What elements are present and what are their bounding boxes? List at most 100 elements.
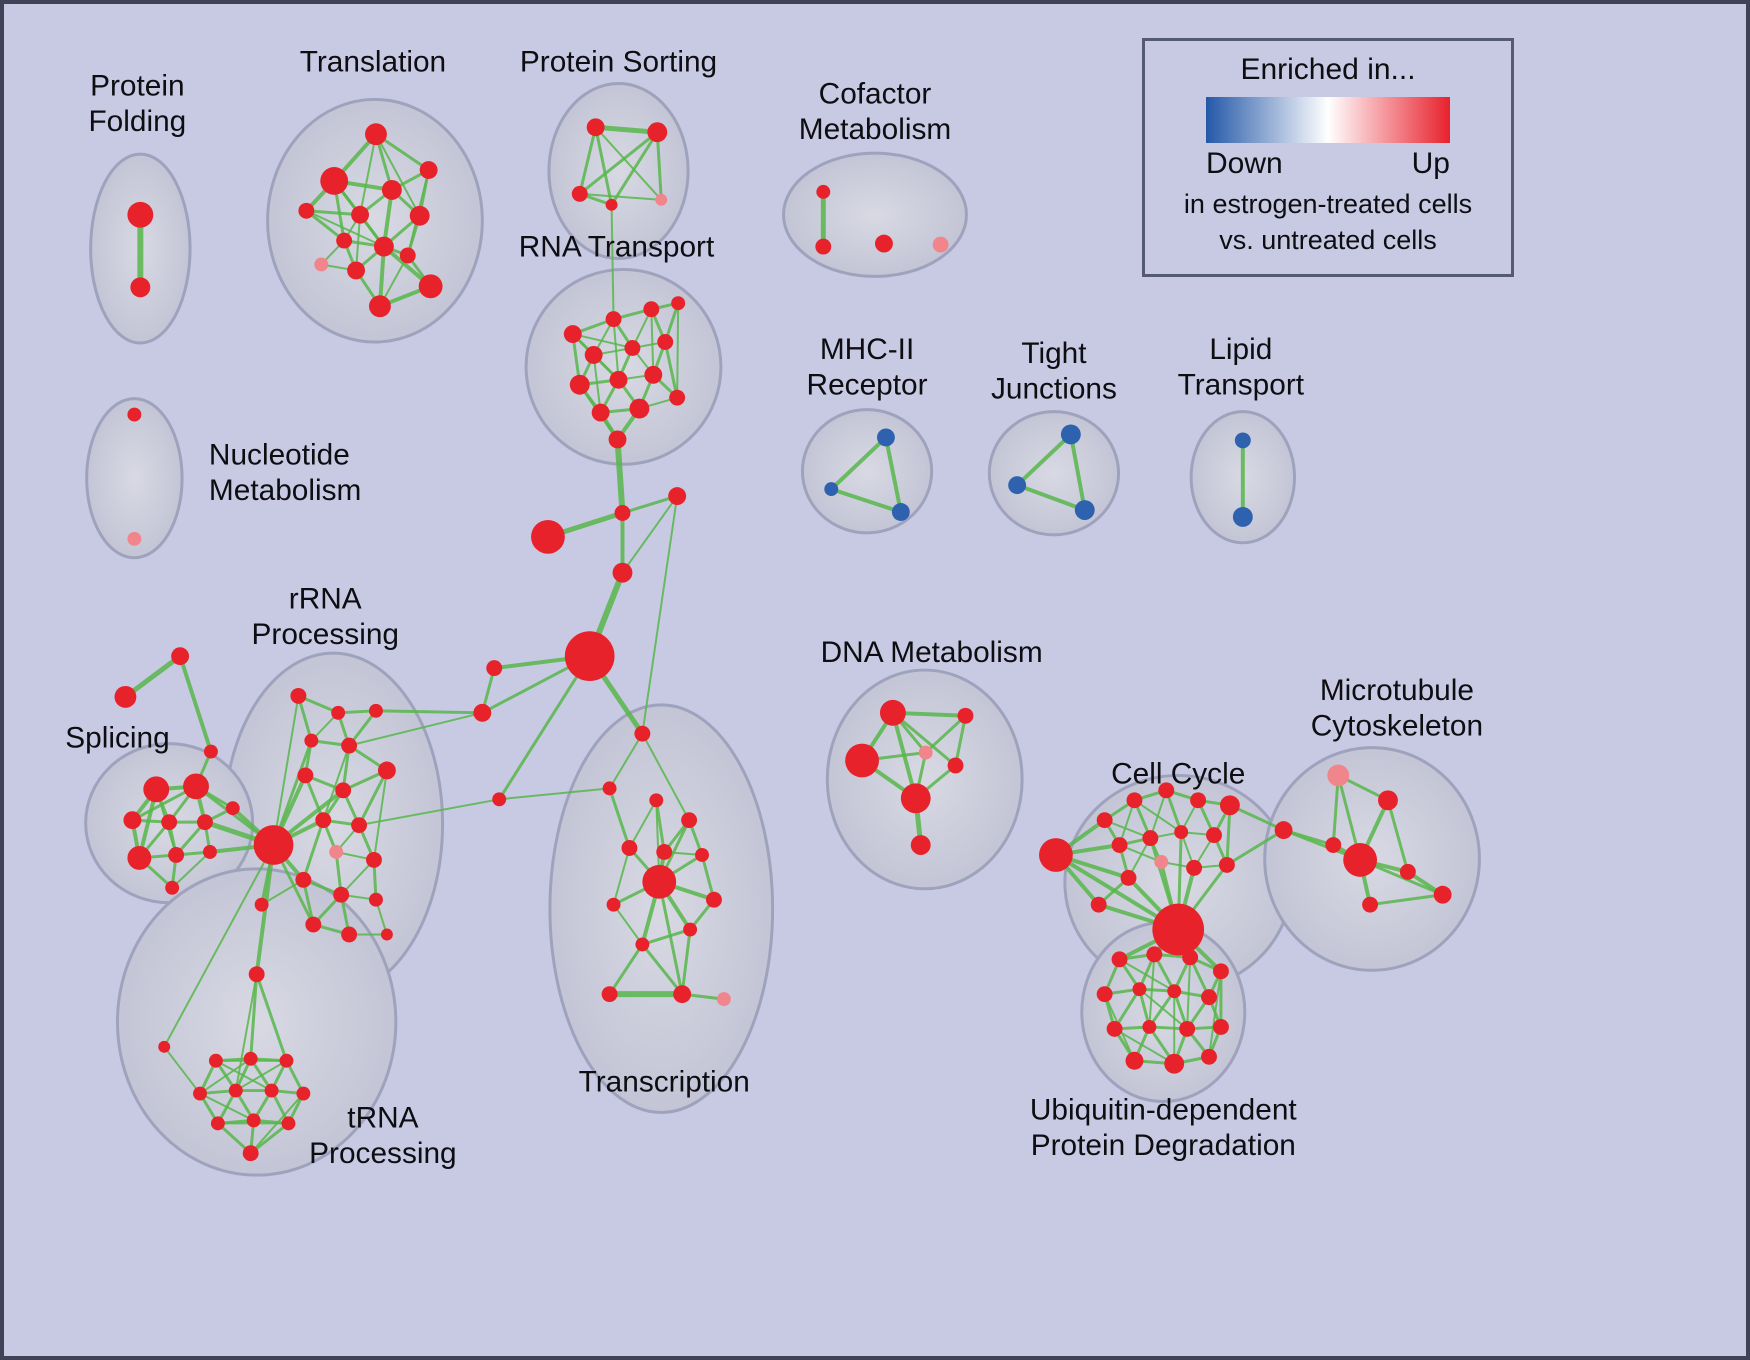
network-node-cc16 xyxy=(1090,896,1107,913)
legend-down-label: Down xyxy=(1206,147,1283,180)
network-edge xyxy=(621,494,679,515)
cluster-ellipse-transcription xyxy=(548,703,775,1114)
cluster-label-transcription: Transcription xyxy=(579,1066,750,1099)
cluster-label-nucleotide-metabolism: Metabolism xyxy=(209,474,361,507)
network-node-ps2 xyxy=(647,122,668,143)
cluster-label-cofactor-metabolism: Cofactor xyxy=(819,77,932,110)
network-node-tj3 xyxy=(1074,500,1095,520)
network-node-tj2 xyxy=(1008,476,1027,495)
network-node-mh3 xyxy=(891,503,910,521)
network-node-tn3 xyxy=(243,1051,258,1066)
network-node-sp9 xyxy=(165,880,180,895)
cluster-label-trna-processing: Processing xyxy=(309,1137,456,1170)
network-edge xyxy=(348,711,484,747)
network-edge xyxy=(924,714,967,755)
network-edge xyxy=(357,768,389,827)
network-node-md2 xyxy=(473,703,492,722)
network-edge xyxy=(655,130,663,202)
network-node-rr9 xyxy=(253,825,294,865)
network-edge xyxy=(1113,1027,1176,1065)
network-edge xyxy=(578,130,659,196)
network-node-rr2 xyxy=(331,705,346,720)
legend-up-label: Up xyxy=(1411,147,1450,180)
network-node-ub7 xyxy=(1167,984,1182,999)
network-node-tc8 xyxy=(642,864,677,899)
network-node-cc6 xyxy=(1219,795,1240,816)
network-node-hb3 xyxy=(531,519,565,554)
network-edge xyxy=(1015,483,1087,512)
network-node-sp8 xyxy=(202,845,217,859)
network-edge xyxy=(374,133,421,217)
network-node-rr14 xyxy=(295,871,312,888)
network-node-dm2 xyxy=(957,707,974,724)
network-node-tj1 xyxy=(1060,424,1081,445)
network-node-rt13 xyxy=(669,389,686,406)
network-edge xyxy=(359,133,377,216)
network-node-tn10 xyxy=(246,1113,261,1128)
network-node-md1 xyxy=(486,660,503,677)
network-edge xyxy=(1331,773,1340,847)
network-node-ps1 xyxy=(586,118,605,137)
network-node-tc2 xyxy=(602,781,617,796)
network-node-tc6 xyxy=(656,844,673,860)
network-edge xyxy=(610,203,615,321)
network-node-mt8 xyxy=(1362,896,1379,913)
network-node-tc15 xyxy=(716,992,731,1007)
network-node-tc12 xyxy=(635,937,650,952)
cluster-label-protein-folding: Folding xyxy=(88,105,186,138)
network-node-rt4 xyxy=(671,296,686,311)
network-node-rr17 xyxy=(305,916,322,933)
network-node-sp2 xyxy=(183,773,209,800)
network-node-rr19 xyxy=(254,897,269,912)
network-node-rr11 xyxy=(351,817,368,834)
network-node-hb5 xyxy=(564,631,615,681)
cluster-ellipse-dna-metabolism xyxy=(825,668,1024,891)
network-edge xyxy=(372,769,388,861)
network-node-ps4 xyxy=(605,198,618,211)
network-node-sp5 xyxy=(197,814,213,831)
network-node-rt7 xyxy=(657,334,674,350)
network-node-cc2 xyxy=(1096,812,1113,829)
network-node-rr13 xyxy=(366,851,382,868)
network-edge xyxy=(272,694,300,847)
network-node-cc5 xyxy=(1190,792,1207,809)
network-node-cc14 xyxy=(1218,856,1235,873)
network-node-ub3 xyxy=(1182,949,1199,966)
network-node-ps3 xyxy=(571,185,588,202)
network-edge xyxy=(163,844,275,1048)
network-node-tn2 xyxy=(208,1053,223,1068)
network-edge xyxy=(234,973,258,1092)
network-edge xyxy=(663,340,679,400)
network-node-hb4 xyxy=(612,562,633,583)
cluster-label-mhc-ii-receptor: Receptor xyxy=(807,369,928,402)
cluster-label-tight-junctions: Junctions xyxy=(991,373,1117,406)
network-node-ub14 xyxy=(1164,1053,1185,1074)
network-node-tn6 xyxy=(228,1083,243,1098)
network-edge xyxy=(612,847,631,906)
legend-gradient-wrap: Down Up xyxy=(1206,97,1450,181)
network-node-tr3 xyxy=(320,167,349,195)
network-edge xyxy=(1068,432,1087,512)
network-edge xyxy=(594,126,663,201)
cluster-ellipse-mhc-ii-receptor xyxy=(800,408,934,535)
cluster-label-rrna-processing: rRNA xyxy=(289,582,362,615)
network-edge xyxy=(641,732,691,822)
network-node-lt2 xyxy=(1232,507,1253,527)
network-edge xyxy=(640,928,692,946)
network-node-tr12 xyxy=(418,274,443,299)
network-node-hb1 xyxy=(614,505,631,521)
network-node-nm2 xyxy=(127,531,142,546)
cluster-label-ubiquitin-degradation: Ubiquitin-dependent xyxy=(1030,1093,1298,1126)
cluster-label-lipid-transport: Lipid xyxy=(1209,333,1272,366)
network-node-tn13 xyxy=(158,1040,171,1053)
network-edge xyxy=(1368,893,1445,907)
color-scale-gradient xyxy=(1206,97,1450,143)
cluster-label-cofactor-metabolism: Metabolism xyxy=(799,113,951,146)
network-edge xyxy=(954,714,967,767)
network-node-cc15 xyxy=(1152,903,1205,956)
network-node-cc7 xyxy=(1111,837,1128,853)
network-node-tn9 xyxy=(210,1116,225,1131)
network-node-sp6 xyxy=(127,846,152,870)
network-edge xyxy=(171,850,211,889)
